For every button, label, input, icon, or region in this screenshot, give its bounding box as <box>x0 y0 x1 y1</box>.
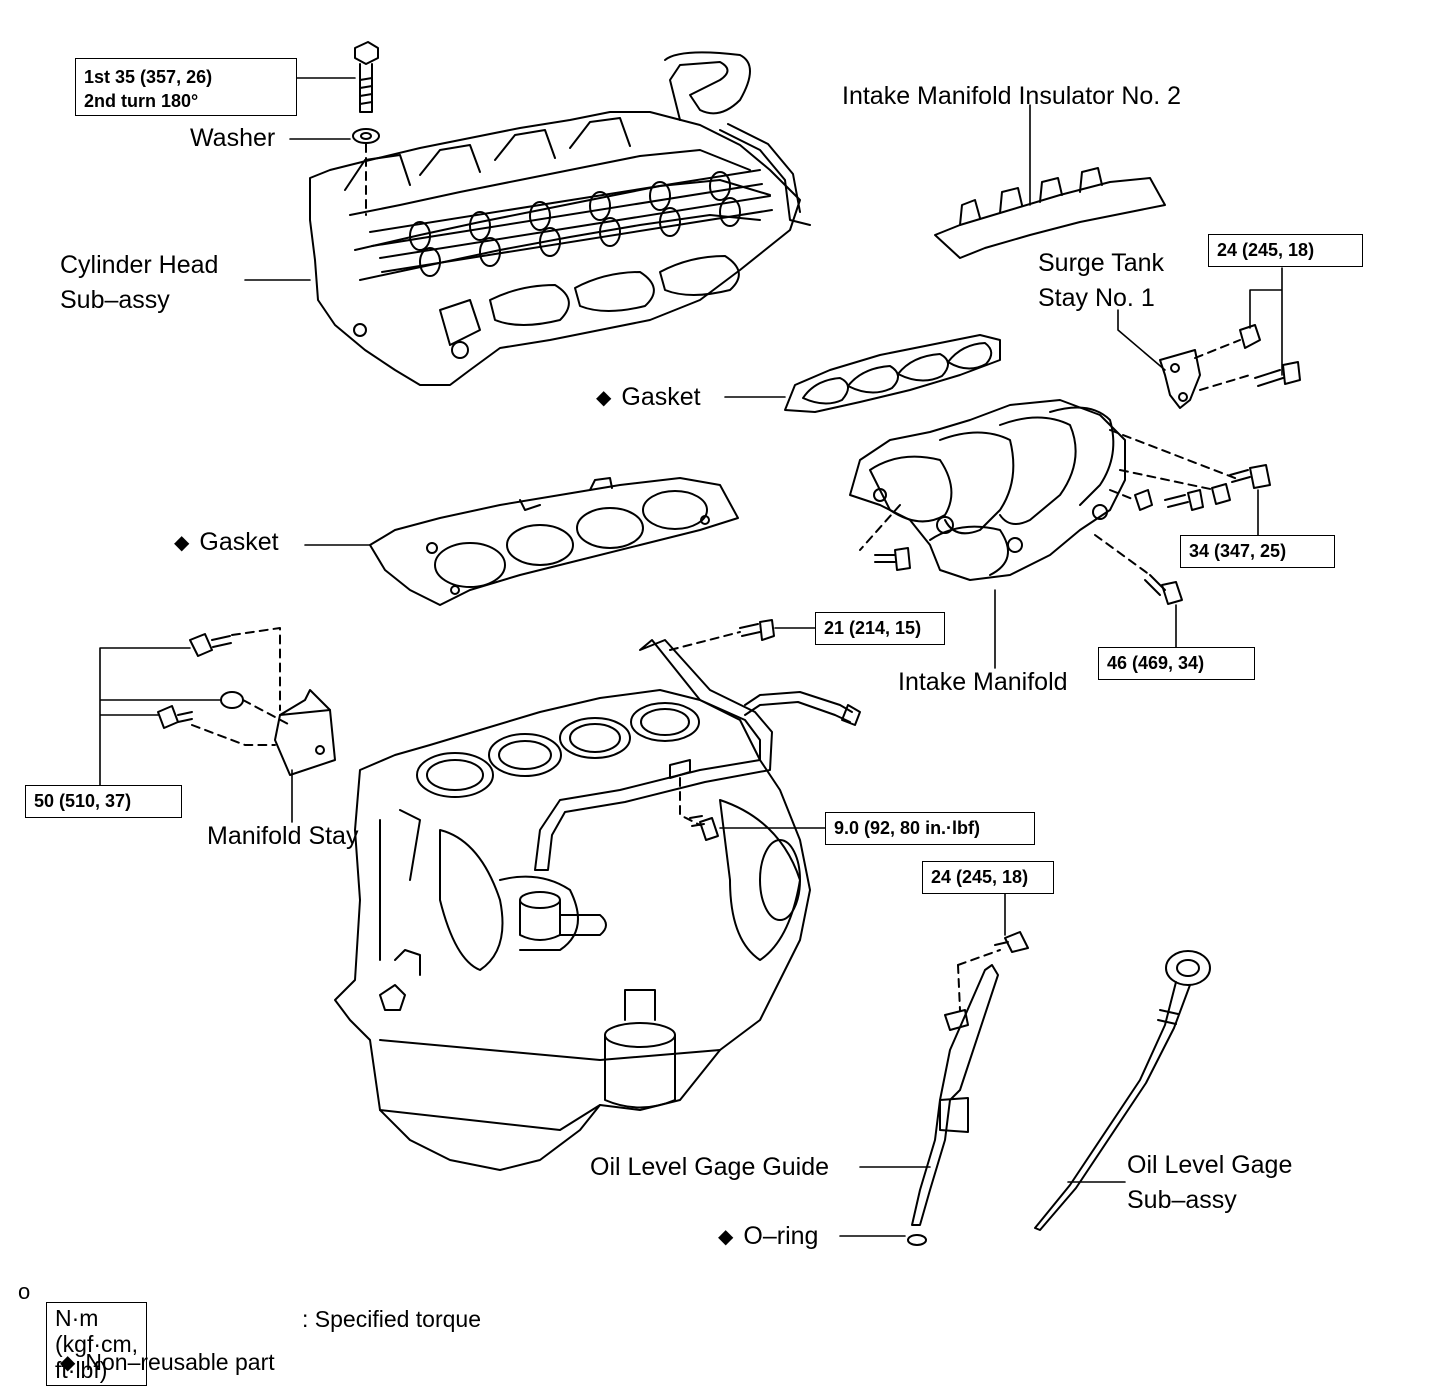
label-intake-manifold: Intake Manifold <box>898 668 1068 696</box>
label-manifold-stay: Manifold Stay <box>207 822 359 850</box>
torque-intake-upper: 34 (347, 25) <box>1180 535 1335 568</box>
label-gasket-lower: ◆ Gasket <box>174 528 279 558</box>
intake-gasket-drawing <box>784 334 1001 413</box>
gage-drawing <box>1034 950 1211 1231</box>
water-pipe-drawing <box>534 619 861 871</box>
torque-manifold-stay: 50 (510, 37) <box>25 785 182 818</box>
legend-nonreusable-text: Non–reusable part <box>85 1349 275 1375</box>
legend-unit-text: : Specified torque <box>302 1306 482 1332</box>
label-gasket-lower-text: Gasket <box>199 528 279 556</box>
torque-surge-stay: 24 (245, 18) <box>1208 234 1363 267</box>
diamond-icon: ◆ <box>174 532 190 554</box>
label-washer: Washer <box>190 124 276 152</box>
label-oring-text: O–ring <box>743 1222 819 1250</box>
label-cylinder-head-line2: Sub–assy <box>60 286 170 314</box>
intake-manifold-drawing <box>849 399 1271 605</box>
insulator-drawing <box>934 167 1166 259</box>
diamond-icon: ◆ <box>718 1226 734 1248</box>
label-surge-tank-stay-line1: Surge Tank <box>1038 249 1165 277</box>
cylinder-head-drawing <box>309 51 811 386</box>
diamond-icon: ◆ <box>60 1352 76 1374</box>
head-gasket-drawing <box>369 477 739 606</box>
torque-water-pipe: 21 (214, 15) <box>815 612 945 645</box>
torque-head-bolt: 1st 35 (357, 26) 2nd turn 180° <box>75 58 297 116</box>
label-gasket-upper: ◆ Gasket <box>596 383 701 413</box>
surge-stay-drawing <box>1159 324 1301 409</box>
torque-head-bolt-line2: 2nd turn 180° <box>84 91 199 111</box>
label-oil-level-gage-line1: Oil Level Gage <box>1127 1151 1293 1179</box>
gage-guide-drawing <box>907 931 1029 1246</box>
label-gage-guide: Oil Level Gage Guide <box>590 1153 830 1181</box>
label-surge-tank-stay: Surge Tank Stay No. 1 <box>1038 246 1164 316</box>
torque-intake-lower: 46 (469, 34) <box>1098 647 1255 680</box>
legend-unit-box: N·m (kgf·cm, ft·lbf) <box>46 1302 148 1386</box>
torque-gage-guide: 24 (245, 18) <box>922 861 1054 894</box>
cylinder-block-drawing <box>334 689 811 1171</box>
manifold-stay-drawing <box>157 627 336 776</box>
torque-block-bolt: 9.0 (92, 80 in.·lbf) <box>825 812 1035 845</box>
leader-lines <box>99 77 1283 1237</box>
label-cylinder-head-line1: Cylinder Head <box>60 251 219 279</box>
label-cylinder-head: Cylinder Head Sub–assy <box>60 248 218 318</box>
head-bolt-drawing <box>352 41 380 216</box>
label-oil-level-gage: Oil Level Gage Sub–assy <box>1127 1148 1292 1218</box>
label-gasket-upper-text: Gasket <box>621 383 701 411</box>
corner-mark: o <box>18 1279 31 1304</box>
label-oil-level-gage-line2: Sub–assy <box>1127 1186 1237 1214</box>
legend-nonreusable: ◆ Non–reusable part <box>60 1348 275 1378</box>
label-oring: ◆ O–ring <box>718 1222 818 1252</box>
label-insulator: Intake Manifold Insulator No. 2 <box>842 82 1182 110</box>
torque-head-bolt-line1: 1st 35 (357, 26) <box>84 67 213 87</box>
diamond-icon: ◆ <box>596 387 612 409</box>
label-surge-tank-stay-line2: Stay No. 1 <box>1038 284 1155 312</box>
